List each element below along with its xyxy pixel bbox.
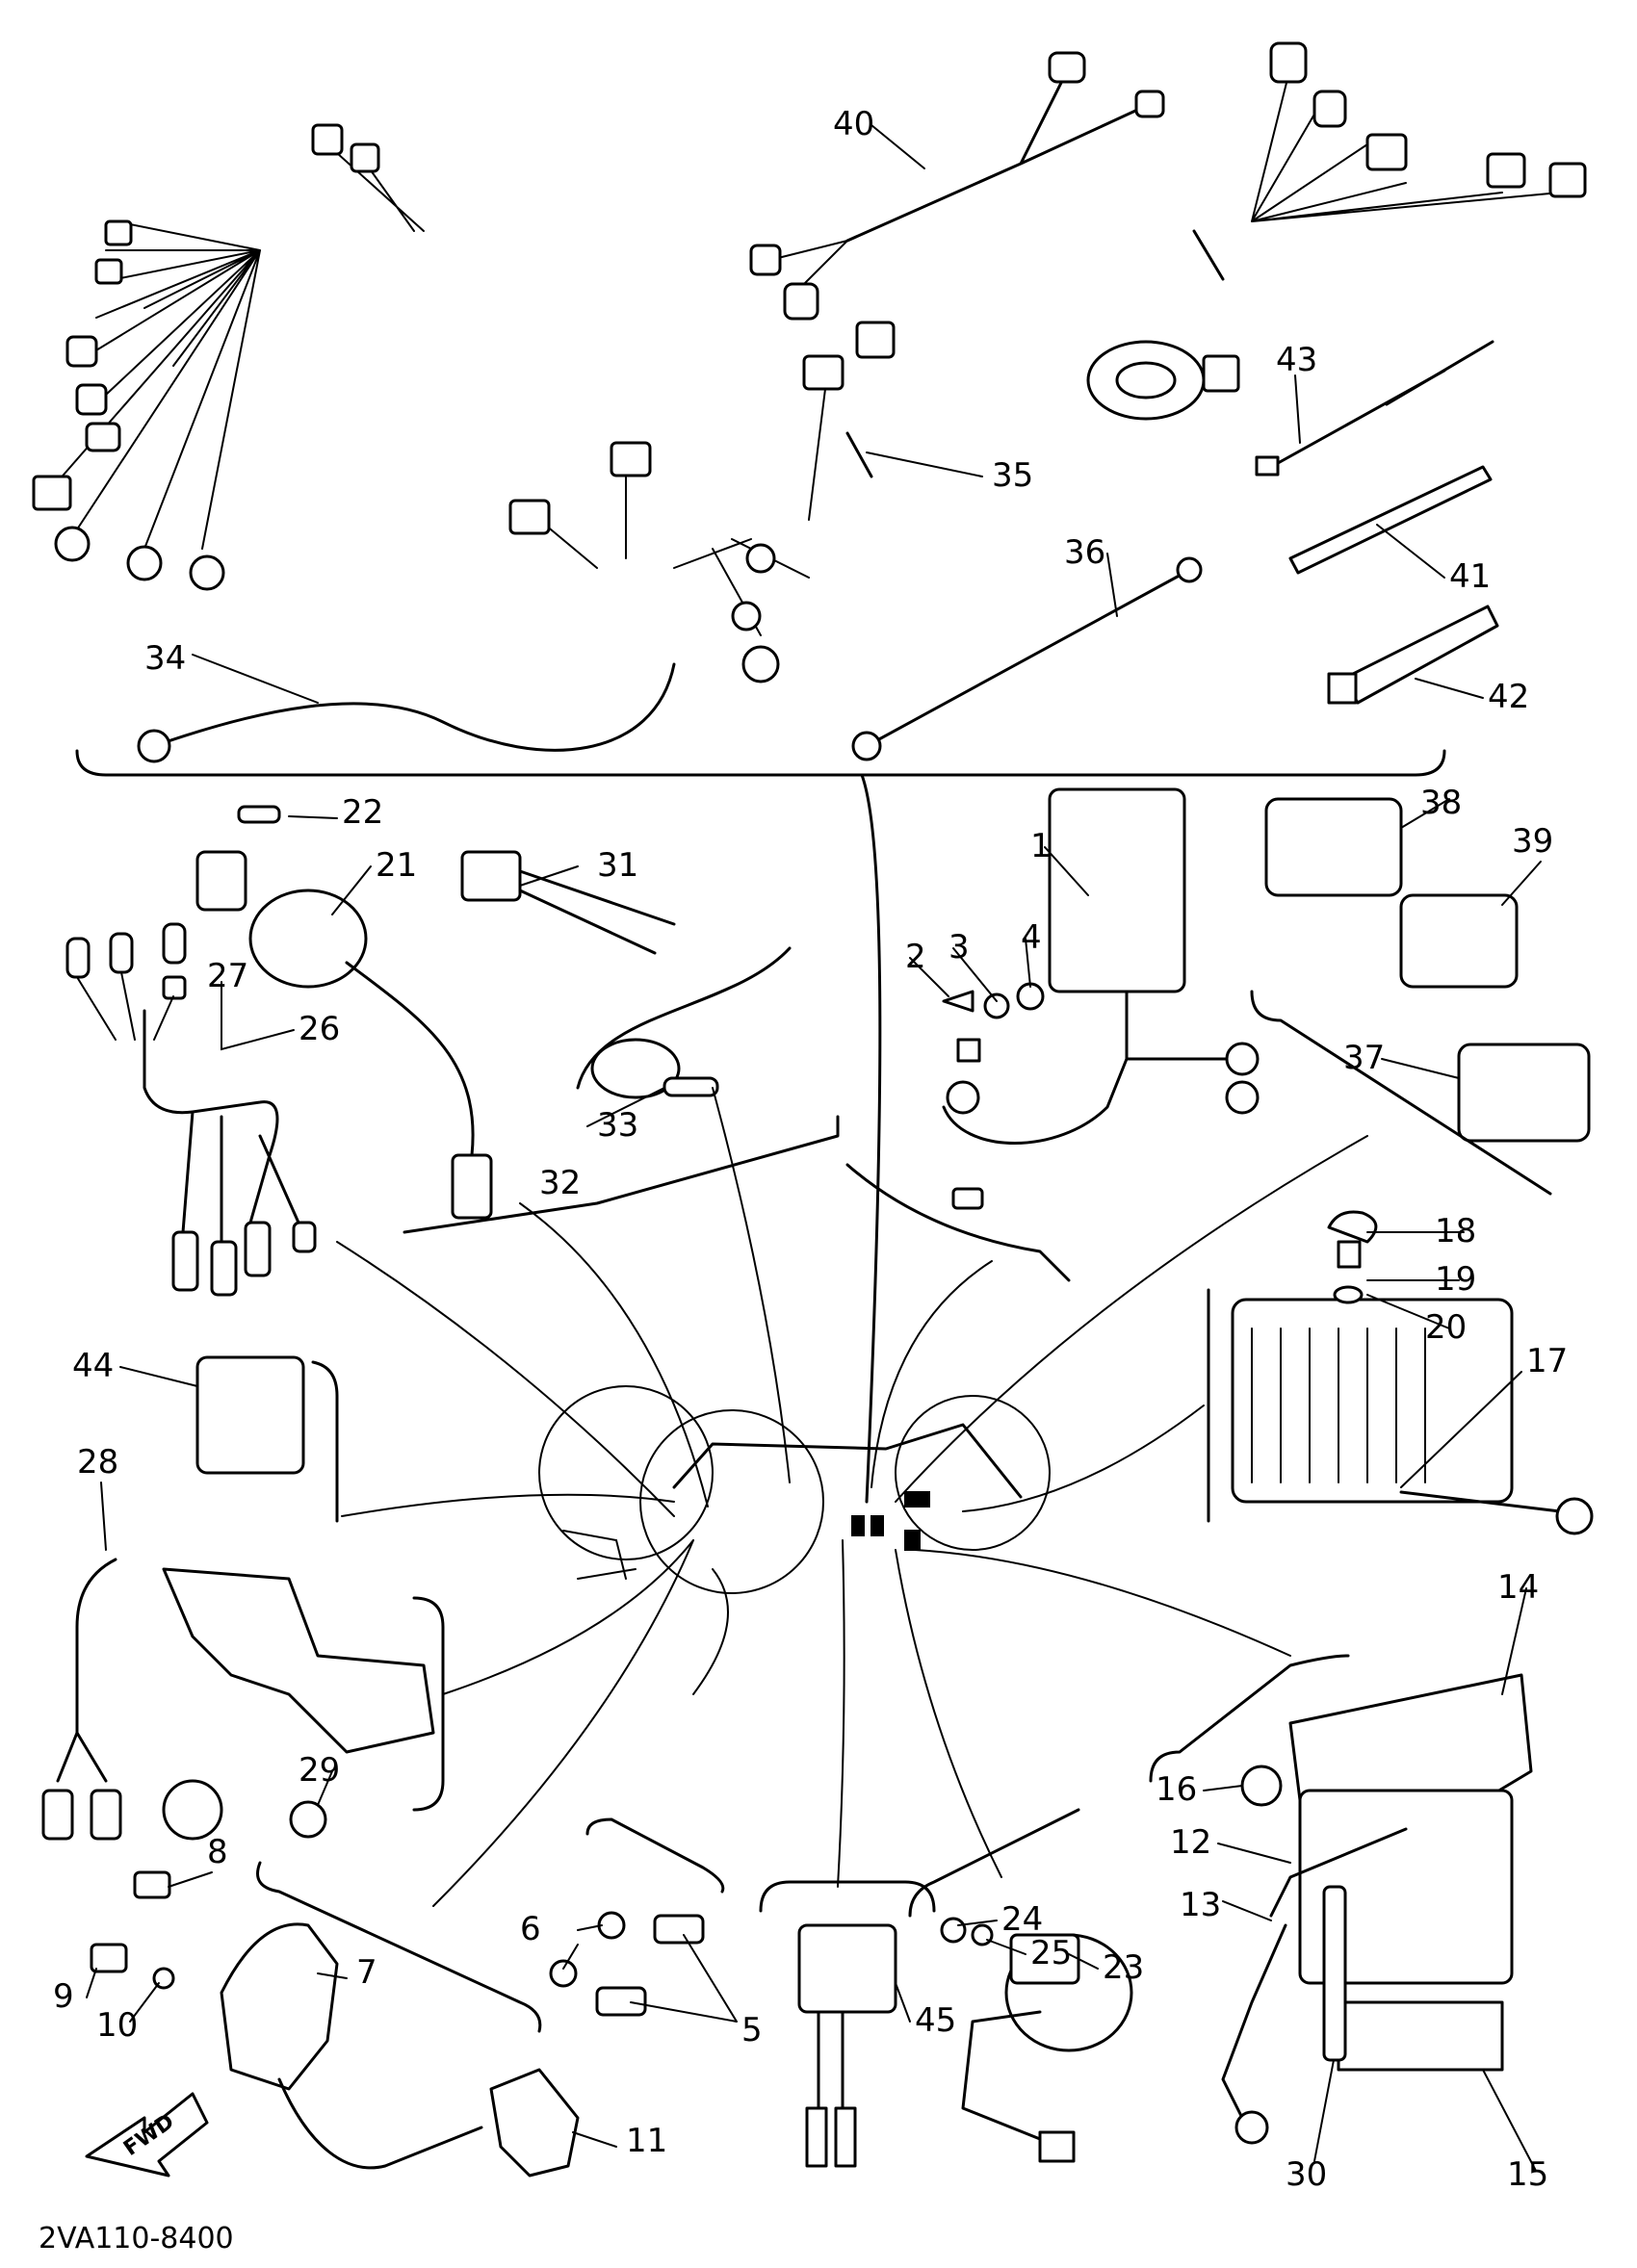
relay-44: [195, 1355, 305, 1475]
label-17: 17: [1526, 1342, 1568, 1380]
label-33: 33: [597, 1106, 638, 1145]
label-24: 24: [1001, 1900, 1043, 1939]
center-frame-outline: [538, 1385, 1051, 1594]
label-9: 9: [53, 1977, 74, 2016]
label-29: 29: [299, 1751, 340, 1790]
starter-relay-28: [41, 1558, 435, 1841]
label-7: 7: [356, 1953, 377, 1992]
relay-parts-31-33: [460, 850, 792, 1099]
label-23: 23: [1103, 1948, 1144, 1987]
label-16: 16: [1156, 1770, 1197, 1809]
switches-5-6: [549, 1817, 725, 2017]
cdi-unit-1: [942, 787, 1260, 1210]
label-5: 5: [741, 2011, 763, 2049]
label-27: 27: [207, 957, 248, 995]
label-15: 15: [1507, 2155, 1548, 2194]
label-44: 44: [72, 1347, 114, 1385]
label-22: 22: [342, 793, 383, 832]
label-37: 37: [1343, 1039, 1385, 1077]
label-10: 10: [96, 2006, 138, 2045]
label-13: 13: [1180, 1886, 1221, 1924]
horn-23: [908, 1808, 1133, 2163]
battery-group: [1149, 1654, 1533, 2145]
label-28: 28: [77, 1443, 118, 1482]
ground-lead-36: [865, 571, 1186, 748]
label-1: 1: [1030, 827, 1052, 865]
label-21: 21: [376, 846, 417, 885]
label-40: 40: [833, 105, 874, 143]
label-26: 26: [299, 1010, 340, 1048]
label-39: 39: [1512, 822, 1553, 861]
label-25: 25: [1030, 1934, 1072, 1972]
label-leaders: [86, 124, 1542, 2172]
label-8: 8: [207, 1833, 228, 1871]
label-4: 4: [1021, 918, 1042, 957]
label-35: 35: [992, 456, 1033, 495]
label-34: 34: [144, 639, 186, 678]
label-45: 45: [915, 2001, 956, 2040]
leader-lines: [336, 1087, 1368, 1907]
connector-covers-37-39: [1250, 797, 1591, 1196]
label-42: 42: [1488, 678, 1529, 716]
cable-ties: [1255, 340, 1499, 705]
ground-lead-34: [152, 662, 676, 752]
switch-21: [195, 805, 493, 1220]
label-30: 30: [1286, 2155, 1327, 2194]
label-32: 32: [539, 1164, 581, 1202]
harness-26: [65, 922, 317, 1297]
bracket-32: [403, 1115, 840, 1234]
relay-45: [759, 1880, 936, 2168]
wire-harness-35: [32, 41, 1587, 683]
label-2: 2: [905, 938, 926, 976]
label-36: 36: [1064, 533, 1105, 572]
label-12: 12: [1170, 1823, 1211, 1862]
label-43: 43: [1276, 341, 1317, 379]
rectifier-regulator-17: [1231, 1210, 1594, 1535]
label-6: 6: [520, 1910, 541, 1948]
label-3: 3: [948, 928, 970, 966]
label-14: 14: [1497, 1568, 1539, 1607]
drawing-code: 2VA110-8400: [39, 2222, 234, 2255]
label-11: 11: [626, 2122, 667, 2160]
ignition-coil-7: FWD: [85, 1870, 580, 2178]
label-41: 41: [1449, 557, 1491, 596]
group-bracket-top: [75, 749, 1446, 777]
part-labels: 1 2 3 4 5 6 7 8 9 10 11 12 13 14 15 16 1…: [53, 105, 1568, 2194]
sub-harness-40: [749, 51, 1165, 321]
label-31: 31: [597, 846, 638, 885]
